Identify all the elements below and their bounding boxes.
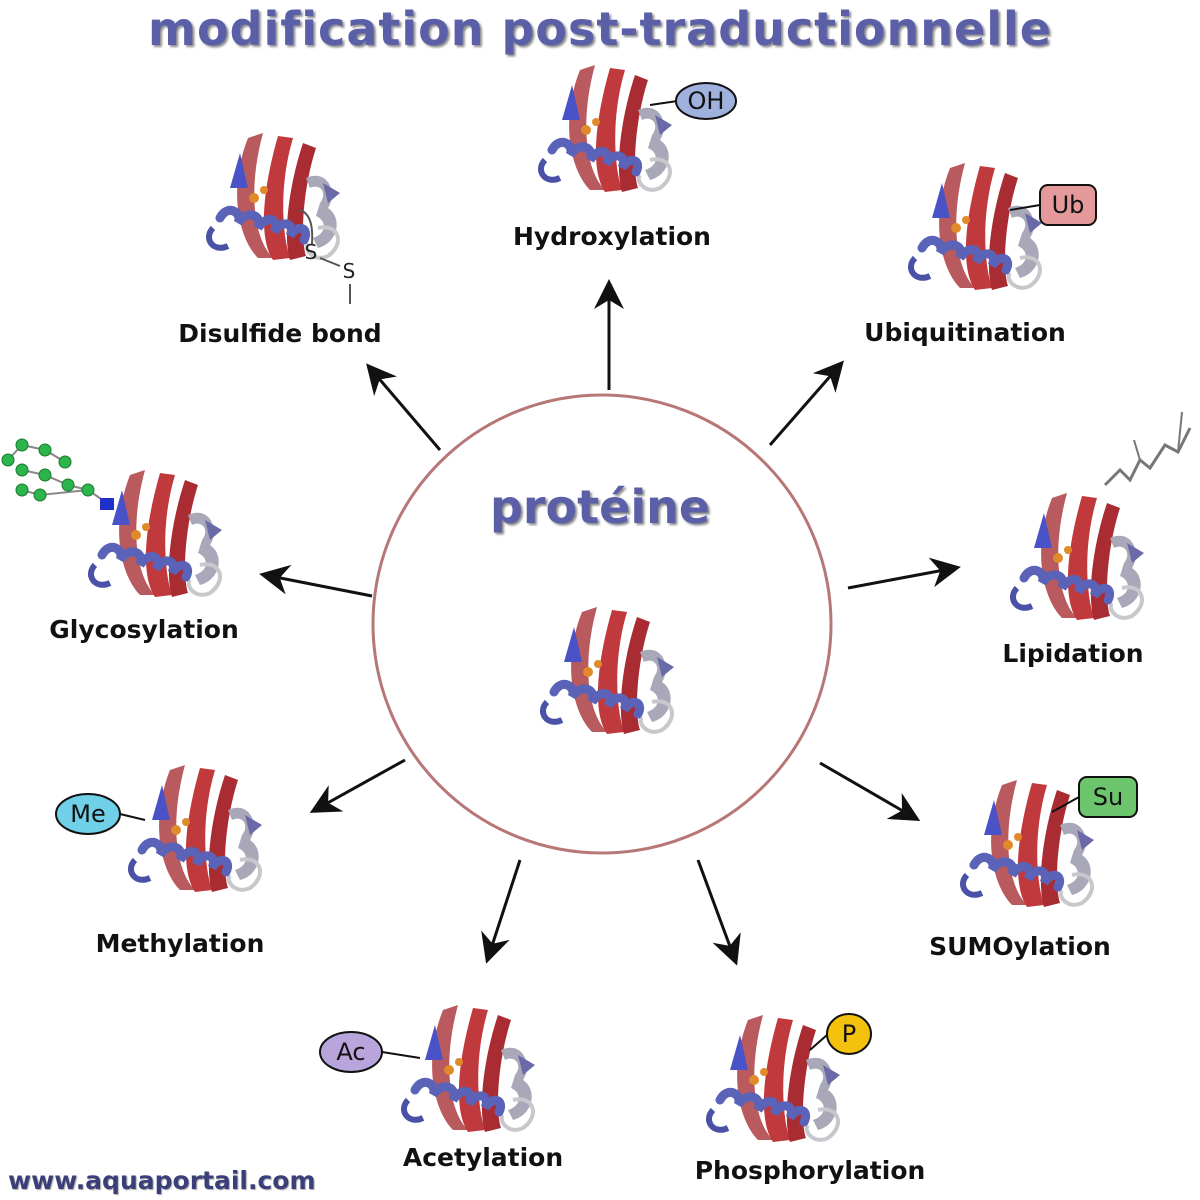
acetyl-ac-link [381, 1051, 421, 1059]
arrow-icon [768, 360, 844, 446]
phosphate-p-badge [826, 1013, 872, 1055]
glycan-sugar-icon [15, 463, 29, 477]
protein-ribbon-icon [709, 1015, 840, 1142]
lipid-branch [1133, 439, 1141, 461]
label-glycosylation: Glycosylation [49, 615, 239, 644]
hydroxyl-oh-link [649, 100, 678, 106]
protein-ribbon-icon [91, 470, 222, 597]
phosphate-p-link [809, 1033, 829, 1051]
sumo-su-link [1051, 796, 1080, 813]
arrow-icon [309, 758, 406, 813]
glycan-sugar-icon [81, 483, 95, 497]
hydroxyl-oh-text: OH [688, 87, 725, 115]
sumo-su-text: Su [1093, 783, 1123, 811]
methyl-me-text: Me [70, 800, 105, 828]
disulfide-chain [299, 209, 314, 246]
glycan-sugar-icon [38, 468, 52, 482]
sulfur-atom-1: S [305, 240, 318, 264]
central-circle [371, 393, 833, 855]
protein-ribbon-icon [209, 133, 340, 260]
label-phosphorylation: Phosphorylation [694, 1156, 926, 1185]
ubiquitin-ub-link [1009, 204, 1041, 211]
diagram-title: modification post-traductionnelle [148, 2, 1052, 56]
glycan-sugar-icon [33, 488, 47, 502]
protein-ribbon-icon [131, 765, 262, 892]
methyl-me-badge [55, 793, 121, 835]
glycan-sugar-icon [38, 443, 52, 457]
protein-ribbon-icon [541, 65, 672, 192]
hydroxyl-oh-badge [675, 82, 737, 120]
lipid-chain-icon [1103, 427, 1192, 487]
acetyl-ac-text: Ac [336, 1038, 365, 1066]
label-sumoylation: SUMOylation [929, 932, 1111, 961]
methyl-me-link [119, 813, 146, 821]
glycan-anchor-icon [100, 498, 114, 510]
protein-ribbon-icon [404, 1005, 535, 1132]
watermark: www.aquaportail.com [8, 1166, 316, 1195]
glycan-sugar-icon [15, 483, 29, 497]
disulfide-link [319, 257, 341, 267]
arrow-icon [481, 859, 522, 964]
protein-ribbon-icon [911, 163, 1042, 290]
arrow-icon [259, 564, 373, 598]
label-lipidation: Lipidation [1002, 639, 1144, 668]
label-hydroxylation: Hydroxylation [513, 222, 711, 251]
label-ubiquitination: Ubiquitination [864, 318, 1066, 347]
lipid-branch [1177, 411, 1183, 453]
glycan-sugar-icon [61, 478, 75, 492]
label-methylation: Methylation [95, 929, 265, 958]
arrow-icon [366, 363, 442, 451]
protein-ribbon-icon [1013, 493, 1144, 620]
ubiquitin-ub-badge [1039, 184, 1097, 226]
glycan-sugar-icon [1, 453, 15, 467]
label-disulfide-bond: Disulfide bond [178, 319, 382, 348]
arrow-icon [696, 859, 741, 966]
arrow-icon [847, 557, 961, 590]
sumo-su-badge [1078, 776, 1138, 818]
ubiquitin-ub-text: Ub [1052, 191, 1085, 219]
glycan-sugar-icon [58, 455, 72, 469]
glycan-bonds [7, 443, 111, 506]
glycan-sugar-icon [15, 438, 29, 452]
arrow-icon [819, 761, 921, 822]
sulfur-atom-2: S [343, 259, 356, 283]
phosphate-p-text: P [842, 1020, 856, 1048]
acetyl-ac-badge [319, 1031, 383, 1073]
label-acetylation: Acetylation [402, 1143, 564, 1172]
center-protein-label: protéine [489, 480, 711, 534]
